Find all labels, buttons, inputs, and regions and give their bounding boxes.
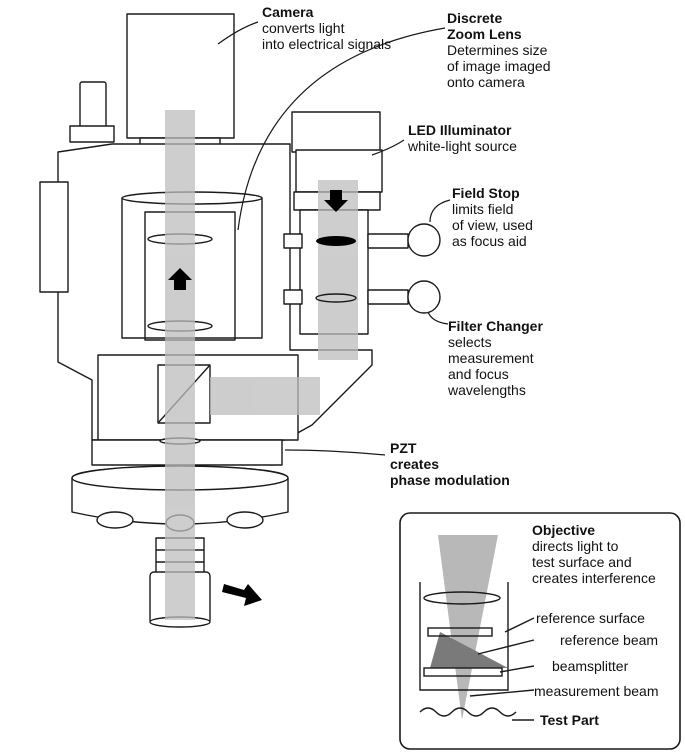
field-stop-knob (407, 223, 441, 257)
reference-surface-label: reference surface (536, 610, 645, 626)
field-stop-lever-left (283, 233, 303, 249)
objective-title: Objective (532, 522, 596, 538)
filter-label: Filter Changer selects measurement and f… (448, 318, 543, 398)
pzt-leader (284, 449, 386, 456)
objective-desc-3: creates interference (532, 570, 656, 586)
objective-beam (165, 440, 195, 620)
led-title: LED Illuminator (408, 122, 512, 138)
field-stop-aperture (316, 236, 356, 246)
field-stop-desc-1: limits field (452, 201, 514, 217)
camera-title: Camera (262, 4, 314, 20)
objective-inset (399, 512, 681, 750)
filter-lever-left (283, 289, 303, 305)
zoom-desc-2: of image imaged (447, 58, 551, 74)
field-stop-title: Field Stop (452, 185, 520, 201)
side-panel (39, 181, 69, 293)
filter-title: Filter Changer (448, 318, 543, 334)
led-label: LED Illuminator white-light source (408, 122, 517, 154)
fold-beam (318, 340, 358, 360)
objective-desc-2: test surface and (532, 554, 632, 570)
led-leader (371, 139, 405, 156)
objective-label: Objective directs light to test surface … (532, 522, 656, 586)
field-stop-label: Field Stop limits field of view, used as… (452, 185, 533, 249)
field-stop-desc-3: as focus aid (452, 233, 527, 249)
filter-changer-knob (407, 280, 441, 314)
test-part-label: Test Part (540, 712, 599, 728)
filter-desc-3: and focus (448, 366, 509, 382)
objective-desc-1: directs light to (532, 538, 619, 554)
camera-desc-2: into electrical signals (262, 36, 392, 52)
reference-beam-label: reference beam (560, 632, 659, 648)
led-desc-1: white-light source (408, 138, 517, 154)
led-illuminator (291, 111, 381, 153)
filter-leader (427, 311, 449, 325)
filter-desc-2: measurement (448, 350, 534, 366)
pzt-desc-2: phase modulation (390, 472, 510, 488)
filter-desc-1: selects (448, 334, 492, 350)
zoom-title-1: Discrete (447, 10, 503, 26)
measurement-beam-label: measurement beam (534, 683, 659, 699)
zoom-desc-1: Determines size (447, 42, 548, 58)
beamsplitter-label: beamsplitter (552, 658, 629, 674)
field-stop-lever-right (367, 233, 409, 249)
pzt-desc-1: creates (390, 456, 440, 472)
upward-arrow (168, 268, 192, 290)
zoom-label: Discrete Zoom Lens Determines size of im… (447, 10, 551, 90)
rotation-arrow (222, 584, 262, 606)
zoom-desc-3: onto camera (447, 74, 525, 90)
field-stop-desc-2: of view, used (452, 217, 533, 233)
zoom-leader (237, 27, 446, 231)
pzt-label: PZT creates phase modulation (390, 440, 510, 488)
zoom-title-2: Zoom Lens (447, 26, 522, 42)
filter-desc-4: wavelengths (448, 382, 526, 398)
downward-arrow (324, 190, 348, 212)
field-stop-leader (429, 199, 451, 223)
beamsplitter-beam (210, 377, 320, 415)
camera-desc-1: converts light (262, 20, 345, 36)
camera-label: Camera converts light into electrical si… (262, 4, 391, 52)
filter-lever-right (367, 289, 409, 305)
pzt-title: PZT (390, 440, 417, 456)
camera-leader (217, 21, 259, 45)
